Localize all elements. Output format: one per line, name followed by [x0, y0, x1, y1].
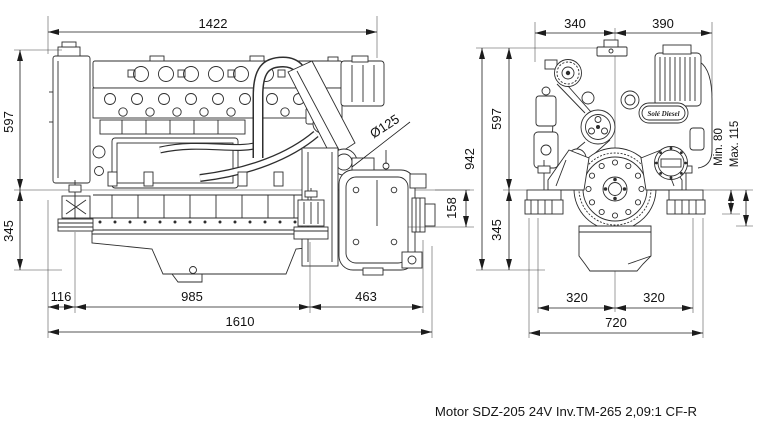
dim-front-width-left: 340 — [564, 16, 586, 31]
dim-side-overall-length-top: 1422 — [199, 16, 228, 31]
dim-front-overall-width: 720 — [605, 315, 627, 330]
dim-foot-span-left: 320 — [566, 290, 588, 305]
front-view-drawing: Solé Diesel — [524, 28, 713, 312]
brand-badge: Solé Diesel — [647, 110, 679, 118]
dim-exhaust-diameter: Ø125 — [367, 111, 402, 141]
dim-mount-spacing: 985 — [181, 289, 203, 304]
dim-side-height-upper: 597 — [1, 111, 16, 133]
dim-mount-height-max: Max. 115 — [729, 121, 741, 167]
dim-foot-span-right: 320 — [643, 290, 665, 305]
dim-output-drop: 158 — [444, 197, 459, 219]
dim-gearbox-overhang: 463 — [355, 289, 377, 304]
front-view-dimensions: 340 390 942 597 345 Min. 80 Max. 115 320… — [462, 16, 753, 338]
side-view-drawing — [14, 41, 470, 283]
dim-front-height-upper: 597 — [489, 108, 504, 130]
dim-side-height-lower: 345 — [1, 220, 16, 242]
dim-front-overall-height: 942 — [462, 148, 477, 170]
dim-side-overall-length: 1610 — [226, 314, 255, 329]
dim-mount-height-min: Min. 80 — [713, 128, 725, 166]
dim-front-height-lower: 345 — [489, 219, 504, 241]
drawing-caption: Motor SDZ-205 24V Inv.TM-265 2,09:1 CF-R — [435, 404, 697, 419]
dim-front-overhang: 116 — [51, 289, 72, 304]
dim-front-width-right: 390 — [652, 16, 674, 31]
